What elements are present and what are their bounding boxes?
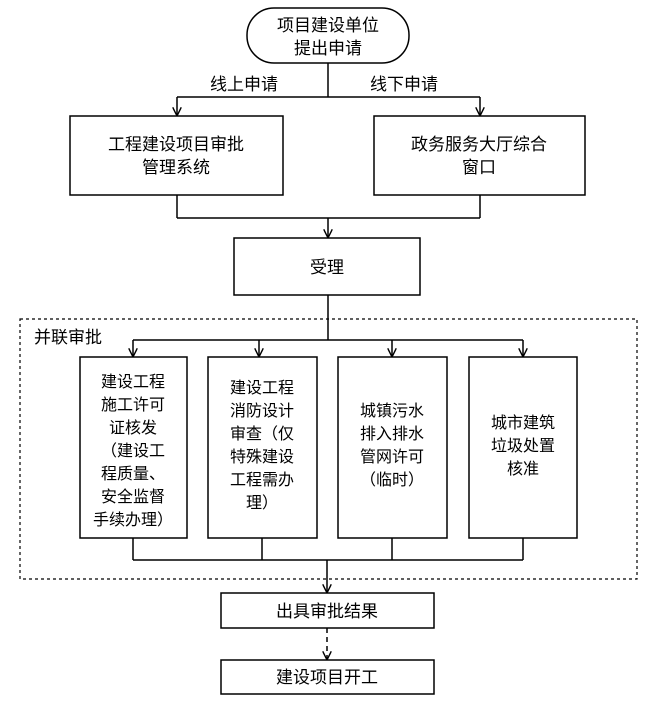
approval-3-line-3: 管网许可 — [360, 447, 424, 466]
approval-3-line-4: （临时） — [360, 470, 424, 489]
approval-4-line-1: 城市建筑 — [491, 413, 555, 432]
start-work-node: 建设项目开工 — [220, 659, 435, 695]
approval-2-line-3: 审查（仅 — [230, 424, 294, 443]
approval-2-line-6: 理） — [246, 493, 278, 512]
approval-1-line-4: （建设工 — [101, 441, 165, 460]
approval-1-line-7: 手续办理） — [93, 510, 173, 529]
approval-node-1: 建设工程 施工许可 证核发 （建设工 程质量、 安全监督 手续办理） — [79, 356, 188, 539]
approval-4-line-2: 垃圾处置 — [491, 436, 555, 455]
parallel-approval-label: 并联审批 — [34, 328, 102, 348]
offline-window-line-2: 窗口 — [462, 158, 496, 178]
approval-node-3: 城镇污水 排入排水 管网许可 （临时） — [337, 356, 448, 539]
edge-label-online: 线上申请 — [210, 75, 278, 95]
accept-label: 受理 — [310, 258, 344, 278]
online-system-line-1: 工程建设项目审批 — [108, 135, 244, 155]
approval-3-line-1: 城镇污水 — [360, 401, 424, 420]
approval-1-line-6: 安全监督 — [101, 487, 165, 506]
start-node-line-1: 项目建设单位 — [277, 16, 379, 36]
online-system-line-2: 管理系统 — [142, 158, 210, 178]
approval-2-line-5: 工程需办 — [230, 470, 294, 489]
result-label: 出具审批结果 — [276, 602, 378, 622]
approval-3-line-2: 排入排水 — [360, 424, 424, 443]
edge-label-offline: 线下申请 — [370, 75, 438, 95]
approval-4-line-3: 核准 — [507, 459, 539, 478]
approval-2-line-4: 特殊建设 — [230, 447, 294, 466]
approval-node-4: 城市建筑 垃圾处置 核准 — [468, 356, 578, 539]
approval-2-line-1: 建设工程 — [230, 378, 294, 397]
approval-1-line-3: 证核发 — [109, 418, 157, 437]
start-work-label: 建设项目开工 — [276, 668, 378, 688]
approval-1-line-2: 施工许可 — [101, 395, 165, 414]
offline-window-node: 政务服务大厅综合 窗口 — [373, 115, 586, 196]
approval-2-line-2: 消防设计 — [230, 401, 294, 420]
offline-window-line-1: 政务服务大厅综合 — [411, 135, 547, 155]
online-system-node: 工程建设项目审批 管理系统 — [69, 115, 284, 196]
result-node: 出具审批结果 — [220, 592, 435, 629]
start-node-line-2: 提出申请 — [294, 39, 362, 59]
approval-1-line-1: 建设工程 — [101, 372, 165, 391]
approval-node-2: 建设工程 消防设计 审查（仅 特殊建设 工程需办 理） — [207, 356, 318, 539]
accept-node: 受理 — [233, 237, 421, 296]
approval-1-line-5: 程质量、 — [101, 464, 165, 483]
start-node: 项目建设单位 提出申请 — [246, 7, 410, 64]
